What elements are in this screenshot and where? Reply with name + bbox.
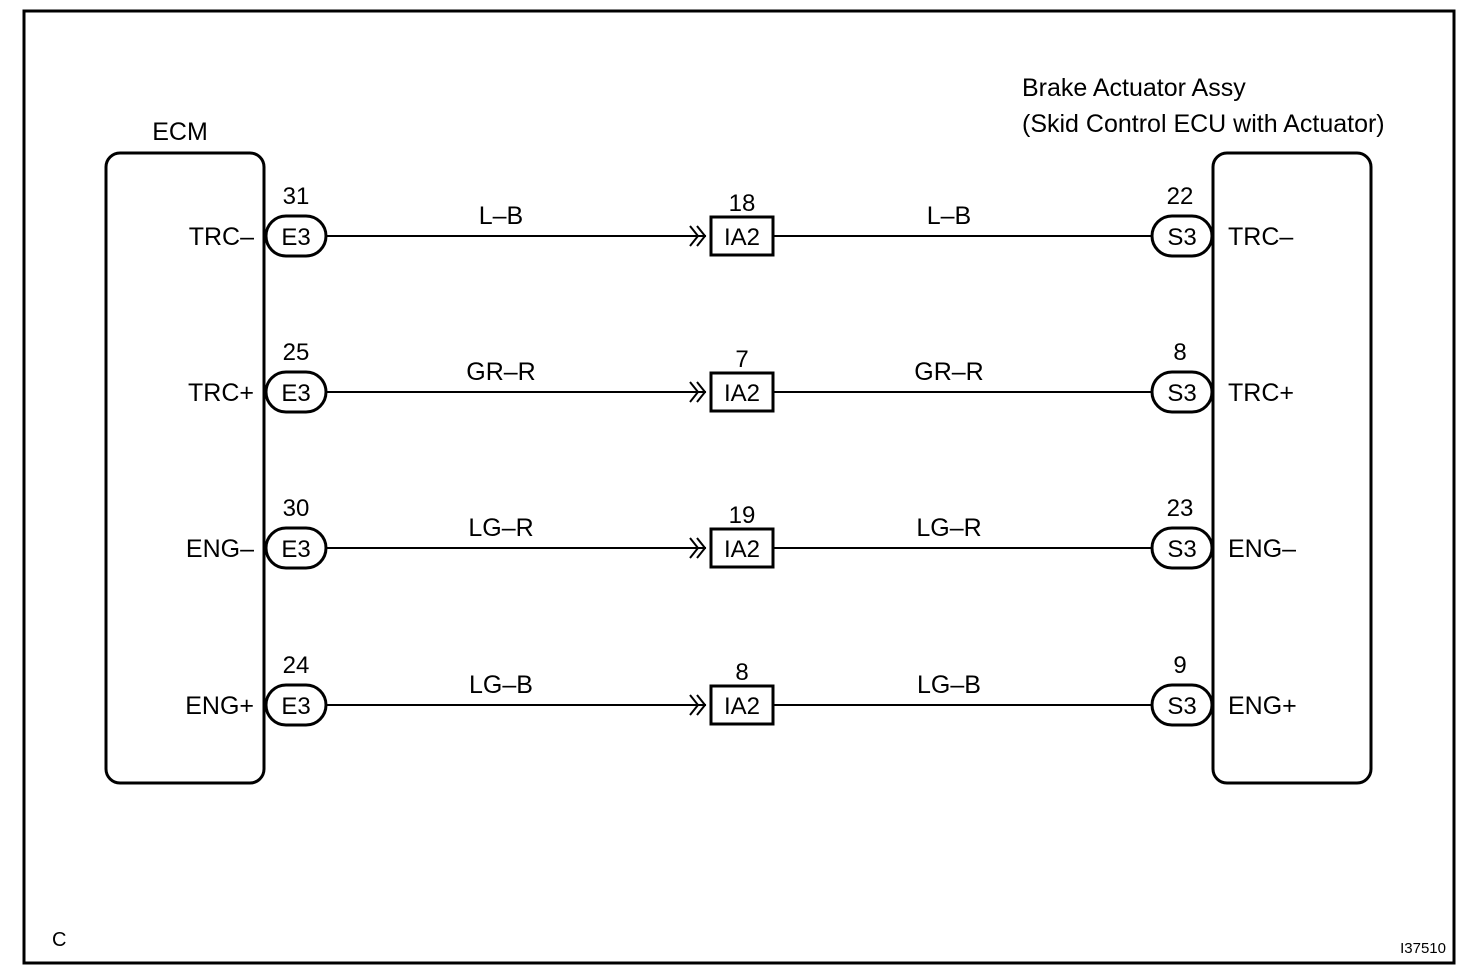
junction-chevron [689, 694, 707, 716]
junction-connector-code: IA2 [724, 224, 760, 251]
wire-color-right: L–B [927, 202, 971, 230]
junction-chevron [689, 381, 707, 403]
ecm-pin-number: 30 [283, 495, 310, 522]
wire-color-right: LG–B [917, 671, 981, 699]
actuator-connector-code: S3 [1167, 224, 1196, 251]
actuator-connector-code: S3 [1167, 380, 1196, 407]
ecm-pin-number: 25 [283, 339, 310, 366]
junction-chevron [689, 537, 707, 559]
wire-color-left: LG–R [468, 514, 533, 542]
ecm-pin-number: 24 [283, 652, 310, 679]
ecm-pin-number: 31 [283, 183, 310, 210]
actuator-terminal-label: TRC– [1228, 223, 1293, 251]
actuator-pin-number: 9 [1173, 652, 1186, 679]
actuator-pin-number: 22 [1167, 183, 1194, 210]
actuator-title-line1: Brake Actuator Assy [1022, 74, 1246, 102]
junction-connector-shape [709, 371, 775, 413]
wire-color-left: L–B [479, 202, 523, 230]
ecm-box [104, 151, 266, 785]
corner-label: C [52, 929, 66, 951]
junction-chevron [689, 225, 707, 247]
figure-code: I37510 [1400, 940, 1446, 957]
junction-pin-number: 7 [735, 346, 748, 373]
ecm-connector-code: E3 [281, 224, 310, 251]
junction-connector-code: IA2 [724, 693, 760, 720]
ecm-title: ECM [152, 118, 208, 146]
junction-connector-code: IA2 [724, 536, 760, 563]
wire-color-right: GR–R [914, 358, 983, 386]
actuator-terminal-label: ENG+ [1228, 692, 1297, 720]
actuator-title-line2: (Skid Control ECU with Actuator) [1022, 110, 1385, 138]
actuator-connector-code: S3 [1167, 536, 1196, 563]
ecm-connector-code: E3 [281, 380, 310, 407]
wire-color-left: GR–R [466, 358, 535, 386]
actuator-connector-shape [1150, 683, 1214, 727]
actuator-connector-shape [1150, 526, 1214, 570]
ecm-terminal-label: ENG+ [185, 692, 254, 720]
ecm-terminal-label: ENG– [186, 535, 254, 563]
junction-connector-code: IA2 [724, 380, 760, 407]
wire-color-left: LG–B [469, 671, 533, 699]
wire-color-right: LG–R [916, 514, 981, 542]
ecm-connector-code: E3 [281, 693, 310, 720]
actuator-terminal-label: ENG– [1228, 535, 1296, 563]
actuator-box [1211, 151, 1373, 785]
junction-pin-number: 8 [735, 659, 748, 686]
actuator-pin-number: 23 [1167, 495, 1194, 522]
frame-border [22, 9, 1456, 965]
actuator-terminal-label: TRC+ [1228, 379, 1294, 407]
ecm-terminal-label: TRC– [189, 223, 254, 251]
actuator-pin-number: 8 [1173, 339, 1186, 366]
junction-pin-number: 19 [729, 502, 756, 529]
actuator-connector-shape [1150, 370, 1214, 414]
junction-pin-number: 18 [729, 190, 756, 217]
actuator-connector-shape [1150, 214, 1214, 258]
actuator-connector-code: S3 [1167, 693, 1196, 720]
ecm-terminal-label: TRC+ [188, 379, 254, 407]
ecm-connector-code: E3 [281, 536, 310, 563]
